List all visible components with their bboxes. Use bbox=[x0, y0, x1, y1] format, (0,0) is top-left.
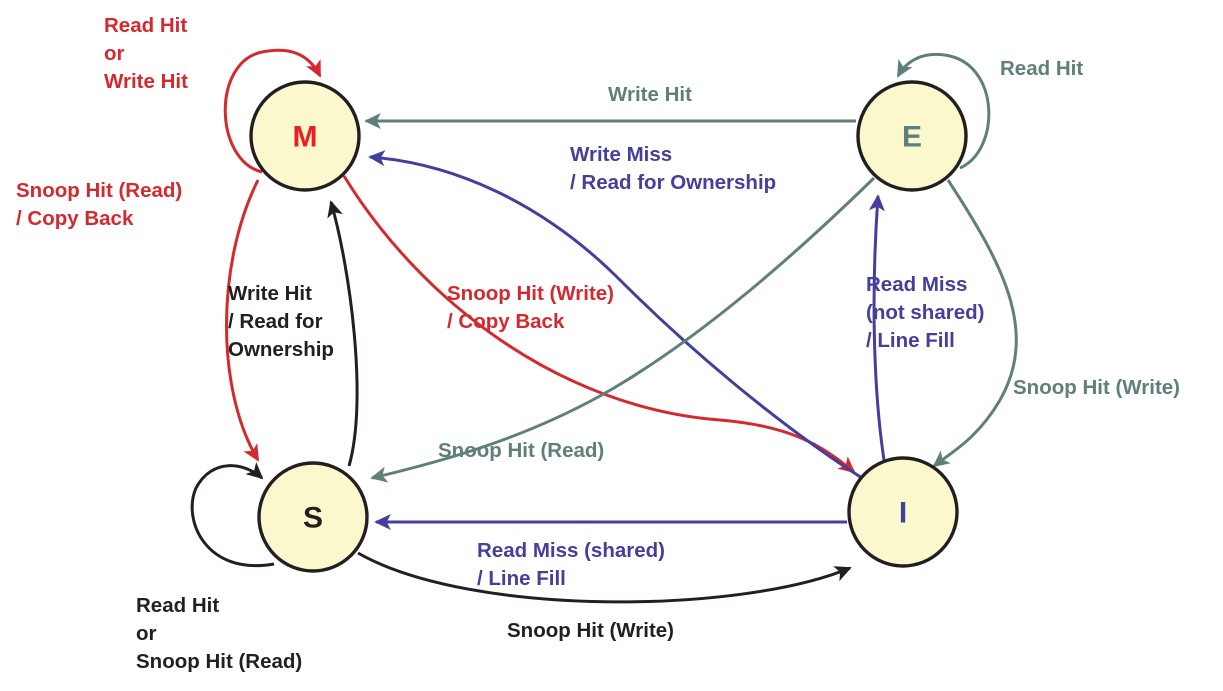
edge-e-to-s bbox=[370, 176, 876, 483]
edge-label-i-to-e: Read Miss (not shared) / Line Fill bbox=[866, 273, 984, 352]
edge-label-line: / Copy Back bbox=[16, 207, 134, 230]
edge-label-line: / Read for Ownership bbox=[570, 171, 776, 194]
edge-label-e-to-i: Snoop Hit (Write) bbox=[1013, 376, 1180, 399]
state-label-i: I bbox=[899, 497, 907, 530]
edge-label-line: or bbox=[104, 42, 125, 65]
edge-label-line: Snoop Hit (Write) bbox=[447, 282, 614, 305]
edge-label-s-to-i: Snoop Hit (Write) bbox=[507, 619, 674, 642]
state-circle-m bbox=[249, 80, 361, 192]
state-label-s: S bbox=[303, 502, 323, 535]
state-node-I[interactable]: I bbox=[847, 456, 959, 568]
edge-label-m-to-i: Snoop Hit (Write) / Copy Back bbox=[447, 282, 614, 333]
edge-label-e-to-s: Snoop Hit (Read) bbox=[438, 439, 604, 462]
edge-label-line: Read Miss bbox=[866, 273, 967, 296]
edge-label-line: Snoop Hit (Read) bbox=[438, 439, 604, 462]
edge-s-to-m bbox=[327, 200, 359, 467]
edge-label-line: (not shared) bbox=[866, 301, 984, 324]
state-circle-e bbox=[856, 80, 968, 192]
state-node-S[interactable]: S bbox=[257, 461, 369, 573]
edge-label-line: Snoop Hit (Read) bbox=[16, 179, 182, 202]
edge-s-self-loop bbox=[190, 462, 275, 568]
edge-label-line: Snoop Hit (Write) bbox=[507, 619, 674, 642]
edge-label-line: Write Miss bbox=[570, 143, 672, 166]
edge-i-to-m bbox=[368, 150, 863, 480]
state-node-E[interactable]: E bbox=[856, 80, 968, 192]
edge-label-m-to-s: Snoop Hit (Read) / Copy Back bbox=[16, 179, 182, 230]
edge-m-self-loop bbox=[223, 48, 322, 174]
state-circle-s bbox=[257, 461, 369, 573]
state-label-m: M bbox=[293, 121, 318, 154]
state-circle-i bbox=[847, 456, 959, 568]
edge-label-line: or bbox=[136, 622, 157, 645]
edge-label-line: Ownership bbox=[228, 338, 334, 361]
edge-label-line: Write Hit bbox=[228, 282, 312, 305]
state-label-e: E bbox=[902, 121, 922, 154]
edge-label-line: Read Hit bbox=[1000, 57, 1083, 80]
edge-label-i-to-m: Write Miss / Read for Ownership bbox=[570, 143, 776, 194]
edge-label-line: / Read for bbox=[228, 310, 323, 333]
edge-s-to-i bbox=[357, 551, 852, 604]
edge-e-self-loop bbox=[896, 52, 991, 170]
edge-label-line: Snoop Hit (Write) bbox=[1013, 376, 1180, 399]
edge-label-line: Write Hit bbox=[608, 83, 692, 106]
edge-label-line: Write Hit bbox=[104, 70, 188, 93]
edge-label-m-self-loop: Read Hit or Write Hit bbox=[104, 14, 188, 93]
edge-label-s-self-loop: Read Hit or Snoop Hit (Read) bbox=[136, 594, 302, 673]
edge-label-line: Read Hit bbox=[136, 594, 219, 617]
edge-label-line: / Line Fill bbox=[866, 329, 955, 352]
state-node-M[interactable]: M bbox=[249, 80, 361, 192]
edge-e-to-i bbox=[932, 179, 1018, 468]
edge-label-s-to-m: Write Hit / Read for Ownership bbox=[228, 282, 334, 361]
edge-label-e-to-m: Write Hit bbox=[608, 83, 692, 106]
edge-label-line: Snoop Hit (Read) bbox=[136, 650, 302, 673]
edge-label-line: / Copy Back bbox=[447, 310, 565, 333]
edge-label-i-to-s: Read Miss (shared) / Line Fill bbox=[477, 539, 665, 590]
edge-m-to-i bbox=[342, 175, 856, 474]
edge-m-to-s bbox=[225, 179, 260, 462]
edge-label-line: Read Miss (shared) bbox=[477, 539, 665, 562]
edge-i-to-e bbox=[868, 194, 886, 461]
edge-label-e-self-loop: Read Hit bbox=[1000, 57, 1083, 80]
edge-label-line: / Line Fill bbox=[477, 567, 566, 590]
edge-label-line: Read Hit bbox=[104, 14, 187, 37]
